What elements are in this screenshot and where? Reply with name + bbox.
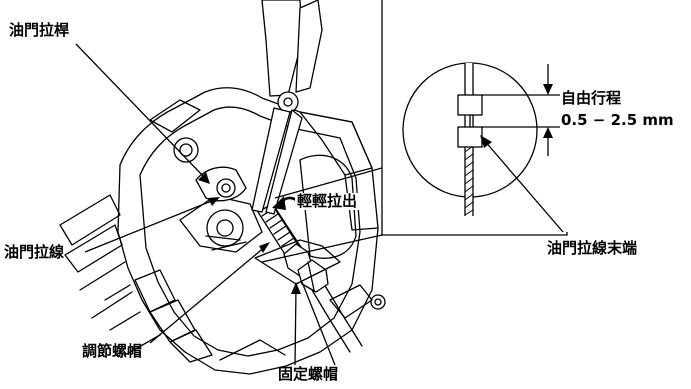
pull-arrow (272, 196, 297, 210)
throttle-lever-label: 油門拉桿 (9, 21, 70, 39)
leader-lines (75, 43, 336, 366)
adjusting-nut-label: 調節螺帽 (82, 342, 143, 360)
cable-end-label: 油門拉線末端 (547, 239, 638, 257)
dimension-arrowheads (543, 84, 553, 138)
engine-casing (59, 87, 386, 375)
throttle-cable (254, 203, 363, 353)
pliers (251, 0, 323, 215)
leader-arrowheads (198, 172, 301, 294)
free-play-label: 自由行程 (561, 89, 622, 107)
pull-lightly-label: 輕輕拉出 (295, 192, 360, 210)
throttle-lever-assembly (179, 166, 263, 253)
cable-end-leader (480, 135, 564, 233)
detail-view (402, 62, 538, 216)
throttle-cable-label: 油門拉線 (4, 243, 65, 261)
callout-connector (261, 0, 568, 263)
free-play-range-label: 0.5 − 2.5 mm (561, 111, 674, 129)
lock-nut-label: 固定螺帽 (278, 365, 339, 383)
